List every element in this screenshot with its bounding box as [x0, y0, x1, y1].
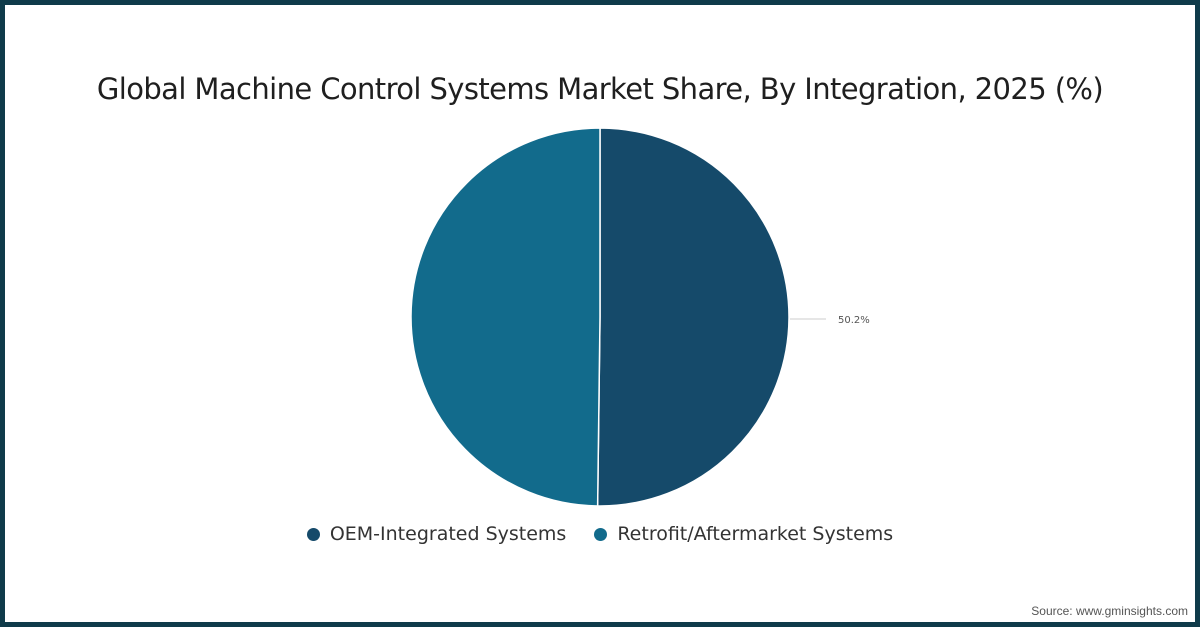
legend-dot-icon [306, 527, 320, 541]
legend-label: Retrofit/Aftermarket Systems [617, 523, 894, 545]
legend-dot-icon [594, 527, 608, 541]
chart-title: Global Machine Control Systems Market Sh… [96, 72, 1104, 106]
oem-data-label: 50.2% [838, 315, 870, 326]
pie-slice-retrofit-aftermarket-systems[interactable] [410, 127, 601, 507]
source-credit: Source: www.gminsights.com [1031, 604, 1188, 618]
pie-slice-oem-integrated-systems[interactable] [596, 127, 790, 507]
legend-label: OEM-Integrated Systems [329, 523, 567, 545]
legend-item-retrofit[interactable]: Retrofit/Aftermarket Systems [594, 523, 893, 545]
legend-item-oem[interactable]: OEM-Integrated Systems [306, 523, 567, 545]
legend: OEM-Integrated Systems Retrofit/Aftermar… [0, 523, 1200, 545]
